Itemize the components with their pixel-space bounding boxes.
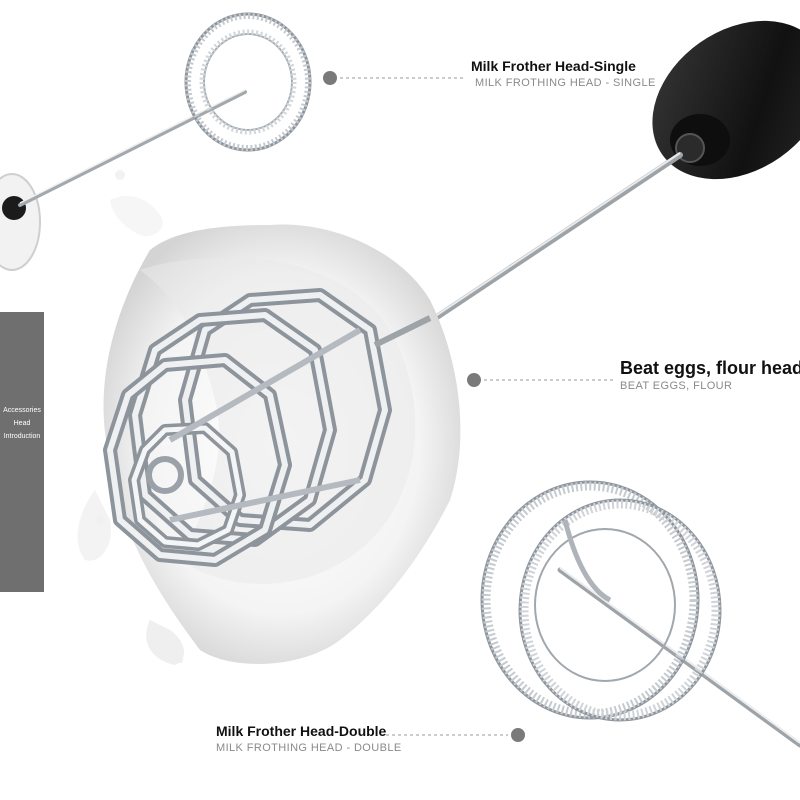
frother-handle-left — [0, 173, 41, 271]
callout-single-pointer — [323, 71, 466, 85]
callout-single: Milk Frother Head-Single MILK FROTHING H… — [471, 58, 656, 89]
egg-beater-cage — [103, 288, 432, 567]
callout-single-title: Milk Frother Head-Single — [471, 58, 636, 74]
callout-single-subtitle: MILK FROTHING HEAD - SINGLE — [475, 77, 656, 89]
double-frother-coil — [480, 480, 722, 722]
callout-beat-pointer — [467, 373, 614, 387]
single-frother-coil — [184, 12, 312, 152]
side-tab: Accessories Head Introduction — [0, 312, 44, 592]
side-tab-line-1: Accessories — [3, 407, 41, 414]
side-tab-text: Accessories Head Introduction — [0, 404, 44, 443]
callout-double-pointer — [380, 728, 525, 742]
frother-handle-top — [652, 20, 800, 180]
side-tab-line-2: Head — [13, 420, 31, 427]
callout-double-title: Milk Frother Head-Double — [216, 723, 387, 739]
side-tab-line-3: Introduction — [3, 433, 41, 440]
callout-beat-subtitle: BEAT EGGS, FLOUR — [620, 380, 733, 392]
callout-double-subtitle: MILK FROTHING HEAD - DOUBLE — [216, 742, 402, 754]
callout-beat-title: Beat eggs, flour head — [620, 358, 800, 378]
beater-rod — [422, 152, 683, 328]
callout-double: Milk Frother Head-Double MILK FROTHING H… — [216, 723, 402, 754]
callout-beat: Beat eggs, flour head BEAT EGGS, FLOUR — [620, 358, 800, 392]
